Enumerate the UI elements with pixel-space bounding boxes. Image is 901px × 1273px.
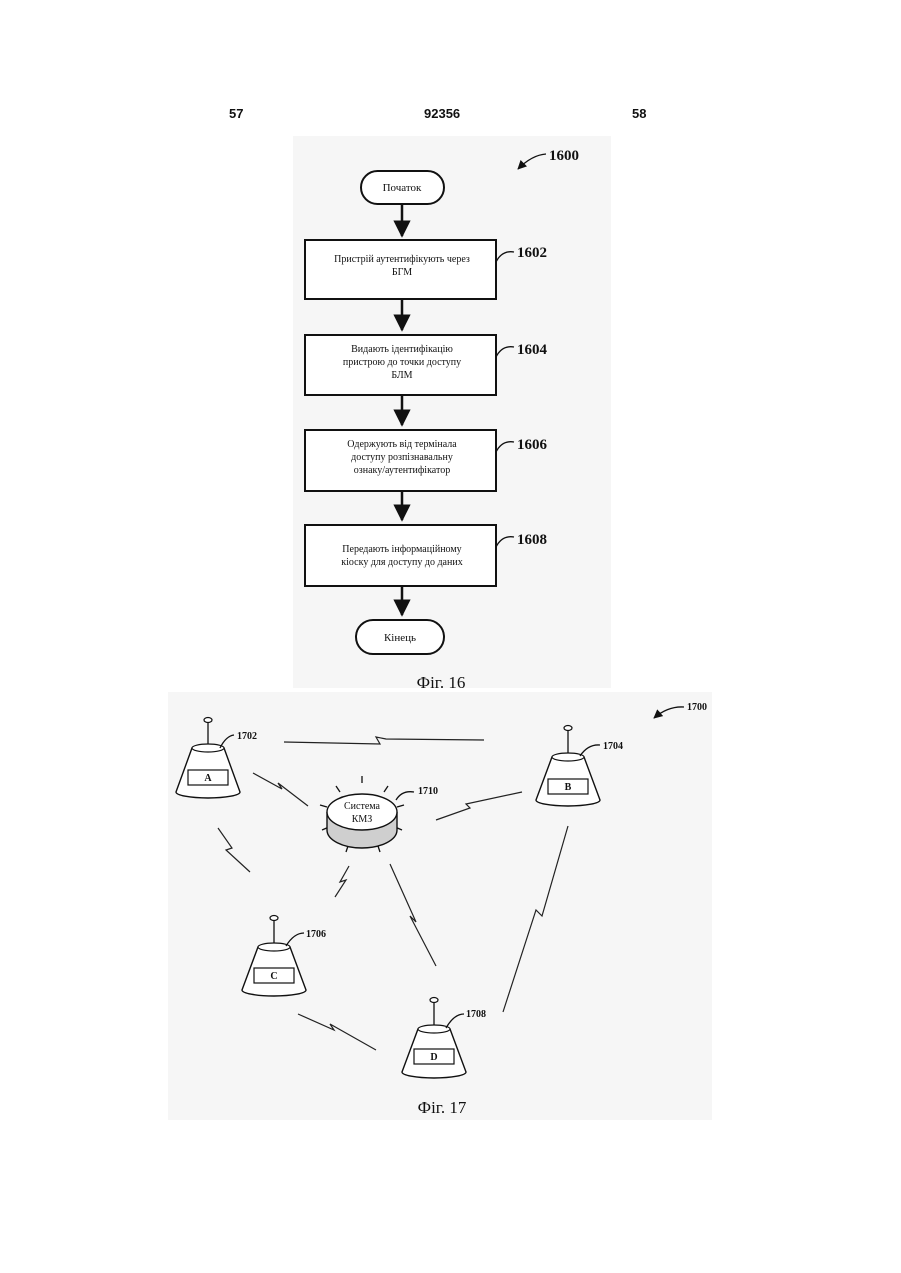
hub-ref: 1710	[418, 786, 438, 797]
step-1608-box	[305, 525, 496, 586]
figure-16-flowchart: 1600 Початок Пристрій аутентифікують чер…	[293, 136, 611, 692]
kiosk-c-ref: 1706	[306, 929, 326, 940]
step-1608-ref: 1608	[517, 532, 547, 548]
step-1604-line-3: БЛМ	[391, 370, 412, 381]
kiosk-b-label: B	[565, 782, 572, 793]
start-label: Початок	[383, 182, 422, 194]
kiosk-c-label: C	[270, 971, 277, 982]
figure-17-network: 1700 Система КМЗ 1710	[168, 692, 712, 1120]
hub-label-line-2: КМЗ	[352, 814, 373, 825]
fig16-ref-label: 1600	[549, 148, 579, 164]
hub-label-line-1: Система	[344, 801, 381, 812]
kiosk-d-label: D	[430, 1052, 437, 1063]
step-1604-ref: 1604	[517, 342, 548, 358]
kiosk-a-ref: 1702	[237, 731, 257, 742]
end-label: Кінець	[384, 632, 416, 644]
step-1604-line-1: Видають ідентифікацію	[351, 344, 453, 355]
fig16-caption: Фіг. 16	[417, 673, 466, 692]
step-1606-ref: 1606	[517, 437, 548, 453]
kiosk-b-ref: 1704	[603, 741, 623, 752]
fig17-ref-label: 1700	[687, 702, 707, 713]
step-1608-line-2: кіоску для доступу до даних	[341, 557, 462, 568]
kiosk-a-label: A	[204, 773, 212, 784]
step-1608-line-1: Передають інформаційному	[342, 544, 461, 555]
step-1606-line-1: Одержують від термінала	[347, 439, 457, 450]
step-1606-line-2: доступу розпізнавальну	[351, 452, 453, 463]
fig17-caption: Фіг. 17	[418, 1098, 467, 1117]
step-1602-line-2: БГМ	[392, 267, 412, 278]
step-1602-ref: 1602	[517, 245, 547, 261]
step-1606-line-3: ознаку/аутентифікатор	[354, 465, 450, 476]
step-1604-line-2: пристрою до точки доступу	[343, 357, 461, 368]
kiosk-d-ref: 1708	[466, 1009, 486, 1020]
step-1602-line-1: Пристрій аутентифікують через	[334, 254, 470, 265]
fig16-scan-background	[293, 136, 611, 688]
